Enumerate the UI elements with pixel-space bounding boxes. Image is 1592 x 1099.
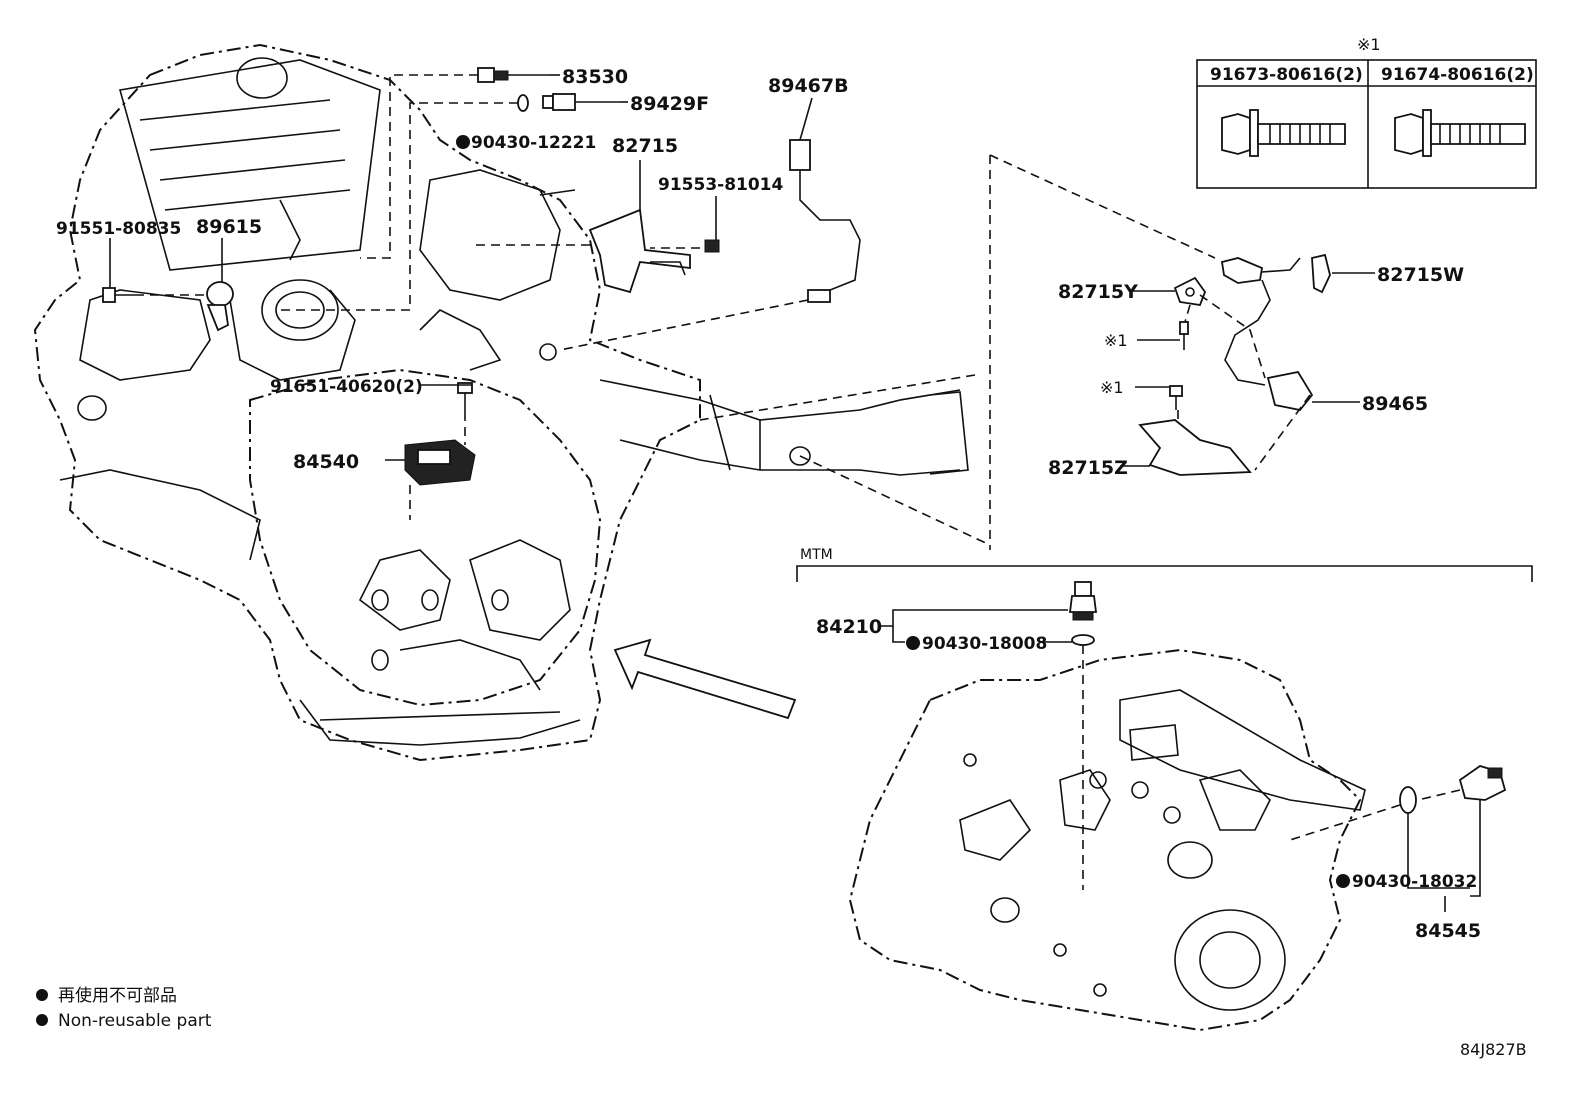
sensor-detail-group	[1138, 253, 1331, 476]
bolt-91651-40620-drawing	[457, 382, 473, 412]
sensor-89429F-drawing	[517, 93, 620, 112]
bolt-table-col1: 91673-80616(2)	[1210, 65, 1363, 85]
label-82715Y: 82715Y	[1058, 281, 1138, 303]
part-labels: 83530 89429F 90430-12221 82715 91553-810…	[56, 35, 1534, 942]
non-reusable-dot	[456, 135, 470, 149]
legend-dot-icon	[36, 989, 48, 1001]
legend: 再使用不可部品 Non-reusable part	[36, 985, 212, 1031]
bolt-91553-81014-drawing	[704, 196, 720, 253]
label-89467B: 89467B	[768, 75, 849, 97]
sensor-89615-drawing	[206, 281, 234, 332]
view-direction-arrow	[613, 638, 797, 720]
sensor-83530-drawing	[477, 67, 550, 83]
label-90430-18008: 90430-18008	[922, 634, 1047, 654]
label-90430-18032: 90430-18032	[1352, 872, 1477, 892]
label-89465: 89465	[1362, 393, 1428, 415]
non-reusable-dot	[906, 636, 920, 650]
section-label-mtm: MTM	[800, 547, 833, 563]
label-91651-40620: 91651-40620(2)	[270, 377, 423, 397]
legend-dot-icon	[36, 1014, 48, 1026]
bolt-table-col2: 91674-80616(2)	[1381, 65, 1534, 85]
ref-mark-star1-b: ※1	[1100, 378, 1124, 397]
bracket-82715-drawing	[588, 208, 691, 294]
switch-84540-drawing	[404, 439, 476, 486]
label-84540: 84540	[293, 451, 359, 473]
ref-mark-star1-table: ※1	[1357, 35, 1381, 54]
label-91551-80835: 91551-80835	[56, 219, 181, 239]
label-82715: 82715	[612, 135, 678, 157]
label-84210: 84210	[816, 616, 882, 638]
non-reusable-dot	[1336, 874, 1350, 888]
engine-assembly	[33, 43, 969, 762]
legend-line-japanese: 再使用不可部品	[58, 985, 177, 1006]
mtm-section	[796, 565, 1533, 1032]
ref-mark-star1-a: ※1	[1104, 331, 1128, 350]
label-90430-12221: 90430-12221	[471, 133, 596, 153]
label-91553-81014: 91553-81014	[658, 175, 784, 195]
figure-code: 84J827B	[1460, 1040, 1527, 1059]
sensor-89467B-drawing	[789, 139, 861, 303]
label-89615: 89615	[196, 216, 262, 238]
label-82715Z: 82715Z	[1048, 457, 1128, 479]
bolt-table	[1196, 59, 1537, 189]
bolt-91551-80835-drawing	[102, 287, 135, 303]
label-83530: 83530	[562, 66, 628, 88]
label-89429F: 89429F	[630, 93, 709, 115]
label-leaders	[109, 74, 1375, 467]
legend-line-english: Non-reusable part	[58, 1011, 212, 1031]
label-82715W: 82715W	[1377, 264, 1464, 286]
label-84545: 84545	[1415, 920, 1481, 942]
leader-lines-engine	[135, 74, 1216, 550]
